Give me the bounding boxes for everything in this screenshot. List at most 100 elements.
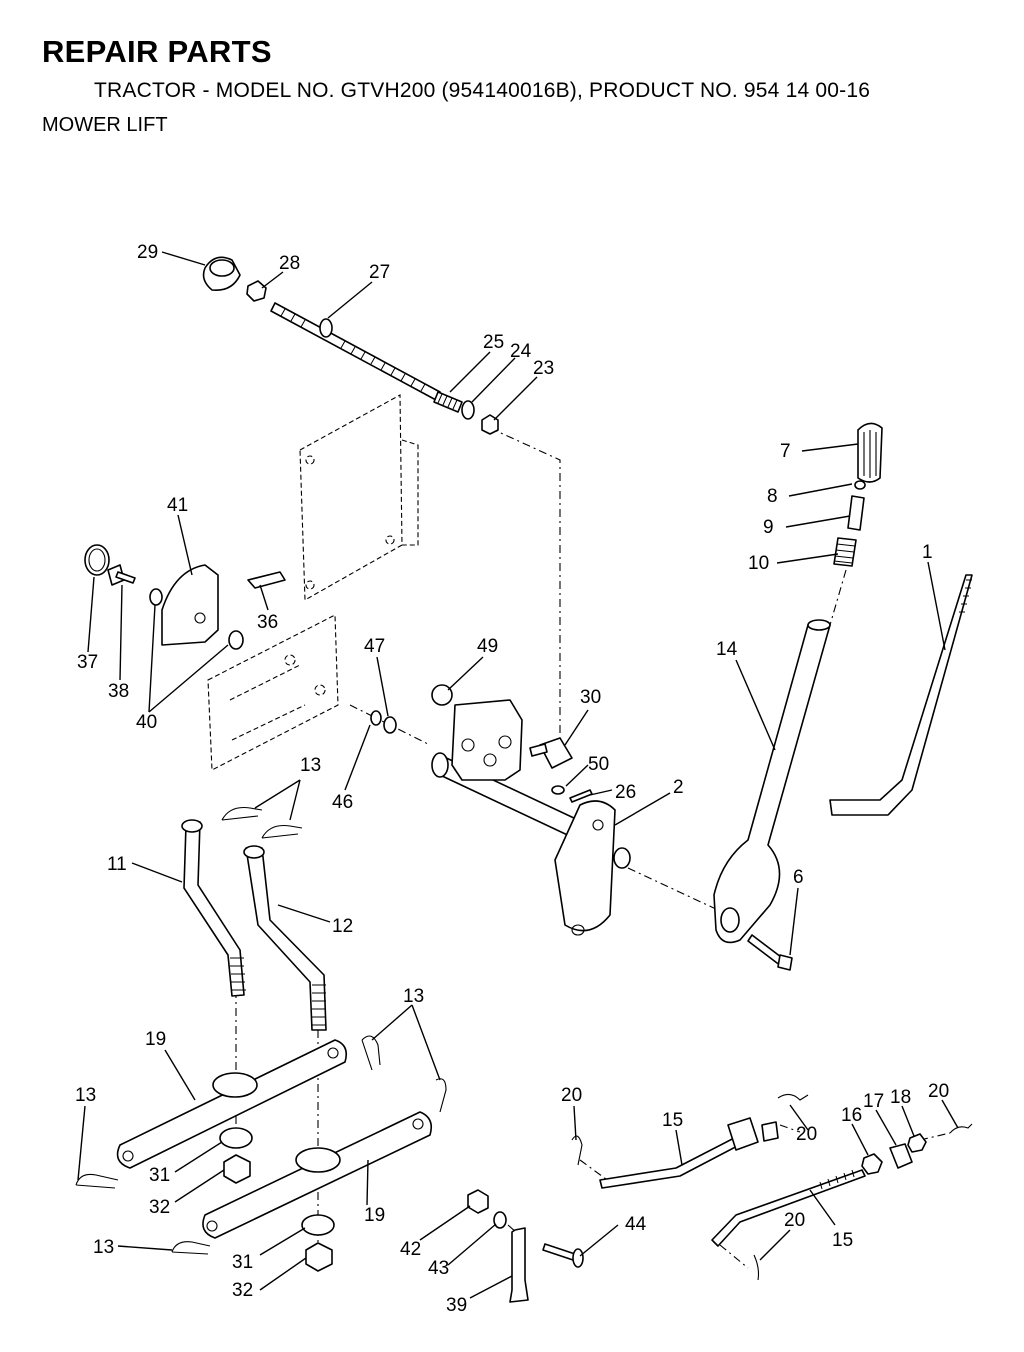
part-39-bracket [509, 1227, 529, 1303]
callout-9: 9 [763, 517, 774, 538]
part-25-spring [433, 391, 463, 413]
page-title: REPAIR PARTS [42, 34, 272, 69]
callout-47: 47 [364, 636, 385, 657]
part-41-bracket [161, 564, 219, 646]
callout-13-d: 13 [93, 1237, 114, 1258]
callout-41: 41 [167, 495, 188, 516]
part-31-bushing-lower [301, 1214, 335, 1236]
callout-15-a: 15 [662, 1110, 683, 1131]
part-6-bolt [747, 934, 793, 971]
part-37-ring [84, 544, 110, 576]
part-19-lift-arm-lower [202, 1111, 433, 1239]
callout-13-c: 13 [75, 1085, 96, 1106]
callout-24: 24 [510, 341, 532, 362]
part-47-washer [383, 716, 397, 734]
part-14-lift-handle [713, 619, 831, 944]
part-32-nut-upper [223, 1154, 251, 1184]
model-subtitle: TRACTOR - MODEL NO. GTVH200 (954140016B)… [94, 79, 871, 102]
callout-26: 26 [615, 782, 636, 803]
part-20-hairpins [571, 1093, 973, 1281]
part-42-nut [467, 1189, 489, 1214]
callout-49: 49 [477, 636, 498, 657]
callout-29: 29 [137, 242, 158, 263]
part-18-nut [907, 1133, 927, 1153]
callout-1: 1 [922, 542, 933, 563]
part-50-washer [551, 785, 565, 795]
callout-31-a: 31 [149, 1165, 170, 1186]
part-40-washers [149, 588, 244, 650]
callout-6: 6 [793, 867, 804, 888]
part-38-shoulder-bolt [107, 564, 136, 586]
part-27-threaded-rod [270, 302, 441, 401]
callout-15-b: 15 [832, 1230, 853, 1251]
part-44-bolt [542, 1243, 584, 1268]
part-12-lift-link [243, 845, 327, 1031]
callout-16: 16 [841, 1105, 862, 1126]
callout-27: 27 [369, 262, 390, 283]
part-17-swivel [889, 1143, 913, 1169]
part-46-ring [370, 710, 382, 726]
part-15-rod-upper [599, 1117, 779, 1189]
part-30-swivel [529, 737, 573, 769]
callout-20-d: 20 [784, 1210, 805, 1231]
callout-44: 44 [625, 1214, 647, 1235]
part-1-lift-rod [829, 574, 973, 816]
callout-31-b: 31 [232, 1252, 253, 1273]
frame-plate [207, 394, 419, 771]
part-28-nut [246, 280, 267, 302]
callout-38: 38 [108, 681, 129, 702]
part-43-washer [493, 1211, 507, 1229]
callout-43: 43 [428, 1258, 449, 1279]
callout-37: 37 [77, 652, 98, 673]
part-24-washer [461, 400, 475, 420]
callout-13-a: 13 [300, 755, 321, 776]
callout-23: 23 [533, 358, 554, 379]
section-title: MOWER LIFT [42, 114, 168, 136]
callout-19-b: 19 [364, 1205, 385, 1226]
callout-19-a: 19 [145, 1029, 166, 1050]
part-32-nut-lower [305, 1242, 333, 1272]
callout-39: 39 [446, 1295, 467, 1316]
callout-10: 10 [748, 553, 769, 574]
callout-40: 40 [136, 712, 157, 733]
assembly-lines [235, 427, 951, 1269]
leader-lines [77, 251, 959, 1299]
part-9-pin [847, 495, 865, 531]
part-13-hairpins-lower [75, 1035, 447, 1255]
callout-labels: 29 28 27 25 24 23 7 8 9 10 1 41 36 14 37… [75, 242, 949, 1316]
callout-20-c: 20 [928, 1081, 949, 1102]
part-19-lift-arm-upper [116, 1039, 348, 1169]
part-7-grip [857, 422, 883, 483]
callout-20-a: 20 [561, 1085, 582, 1106]
part-29-knob [202, 256, 241, 292]
part-31-bushing-upper [219, 1127, 253, 1149]
callout-32-a: 32 [149, 1197, 170, 1218]
part-16-nut [861, 1153, 883, 1175]
callout-25: 25 [483, 332, 504, 353]
callout-13-b: 13 [403, 986, 424, 1007]
callout-28: 28 [279, 253, 300, 274]
callout-36: 36 [257, 612, 278, 633]
callout-12: 12 [332, 916, 353, 937]
callout-7: 7 [780, 441, 791, 462]
callout-50: 50 [588, 754, 609, 775]
callout-18: 18 [890, 1087, 911, 1108]
part-26-pin [569, 789, 593, 803]
callout-2: 2 [673, 777, 684, 798]
callout-20-b: 20 [796, 1124, 817, 1145]
callout-8: 8 [767, 486, 778, 507]
callout-42: 42 [400, 1239, 421, 1260]
part-11-lift-link [181, 819, 246, 997]
part-49-lift-arm [431, 684, 523, 781]
part-13-hairpins-top [221, 806, 303, 839]
part-8-button [854, 480, 866, 490]
part-15-rod-lower [711, 1169, 866, 1247]
part-10-spring [833, 537, 857, 567]
part-36-clip [247, 571, 286, 589]
page-header: REPAIR PARTS TRACTOR - MODEL NO. GTVH200… [0, 0, 1024, 150]
callout-46: 46 [332, 792, 353, 813]
callout-30: 30 [580, 687, 601, 708]
callout-14: 14 [716, 639, 738, 660]
callout-32-b: 32 [232, 1280, 253, 1301]
